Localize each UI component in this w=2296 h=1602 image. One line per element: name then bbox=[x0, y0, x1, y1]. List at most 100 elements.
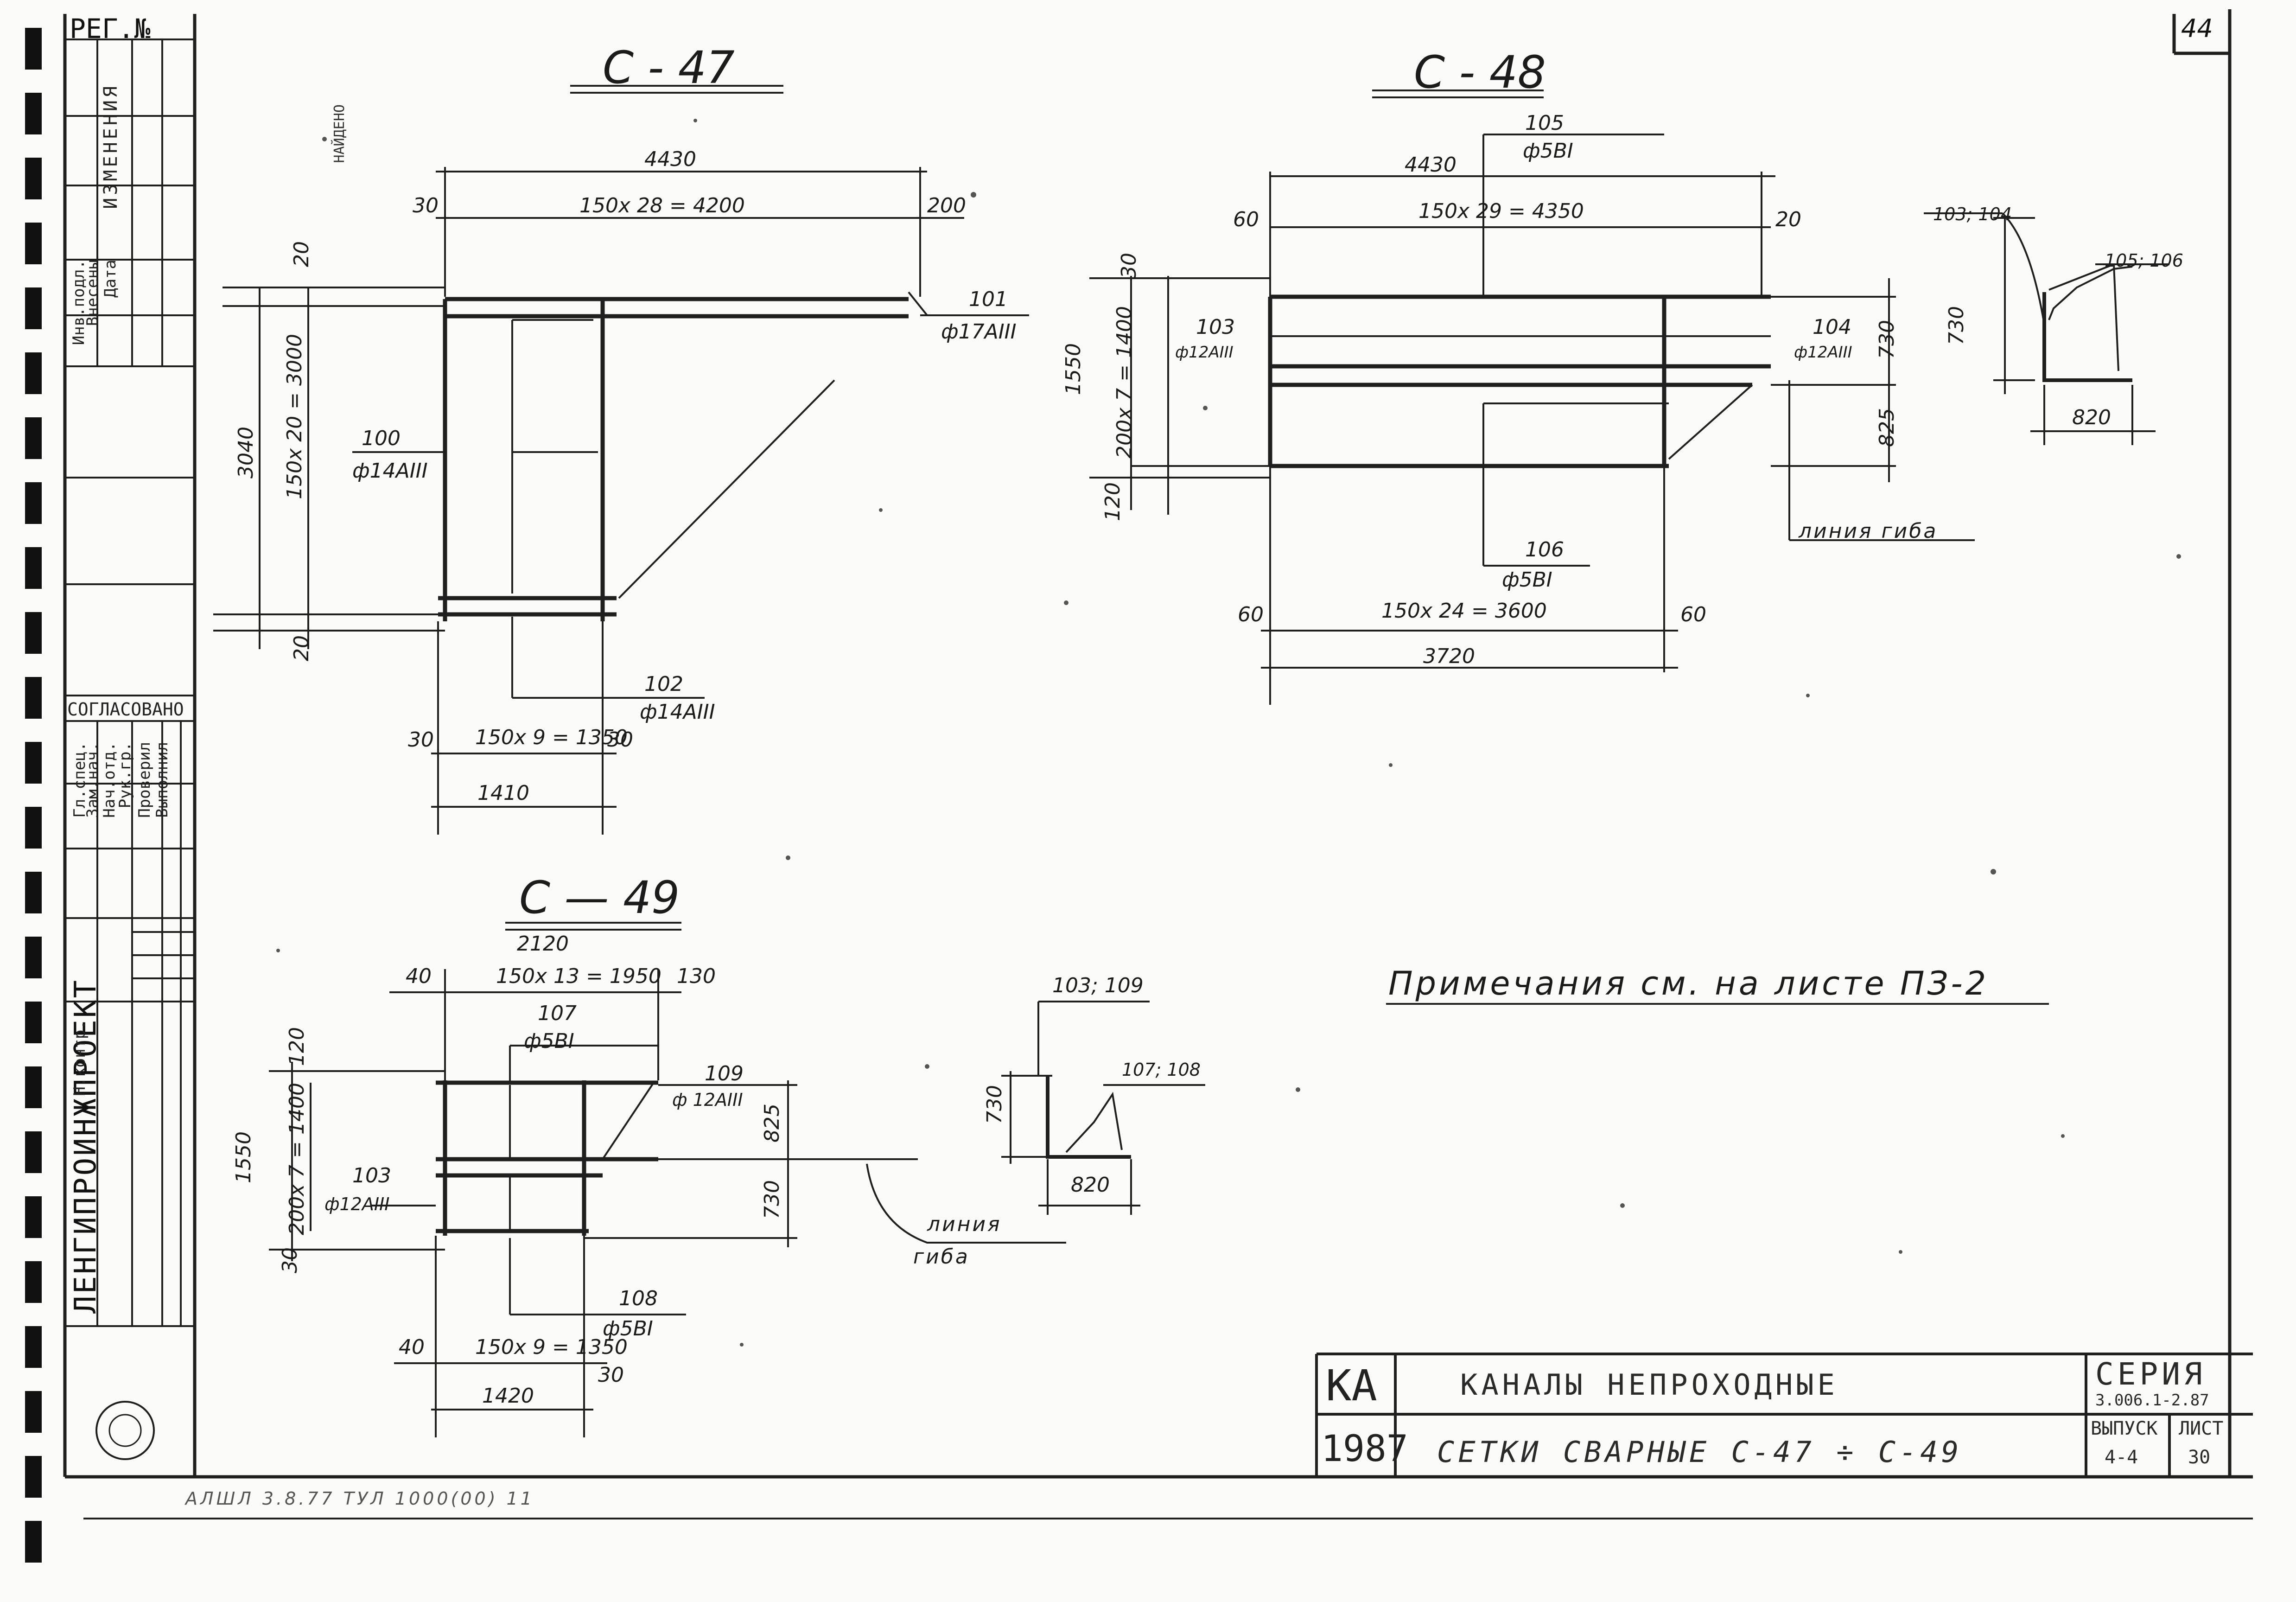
c47-title: С - 47 bbox=[603, 42, 735, 94]
c47-callout-bar-100: ф14АIII bbox=[352, 459, 428, 483]
c47-callout-pos-102: 102 bbox=[644, 672, 683, 696]
tb-sheet-value: 30 bbox=[2188, 1447, 2211, 1468]
c49-detail-pos-top: 103; 109 bbox=[1052, 974, 1144, 997]
c48-callout-bar-106: ф5ВI bbox=[1502, 568, 1552, 592]
c47-top-end: 20 bbox=[290, 241, 313, 267]
c49-bottom-left: 40 bbox=[399, 1335, 425, 1359]
tb-series-label: СЕРИЯ bbox=[2095, 1356, 2206, 1392]
c49-end-120: 120 bbox=[285, 1027, 309, 1066]
c47-bottom-right: 30 bbox=[607, 728, 633, 752]
c49-callout-bar-103: ф12АIII bbox=[324, 1194, 390, 1214]
tb-issue-label: ВЫПУСК bbox=[2091, 1418, 2158, 1439]
page-number: 44 bbox=[2181, 14, 2213, 43]
c47-callout-pos-100: 100 bbox=[362, 427, 401, 450]
c49-top-pos: 107 bbox=[538, 1002, 577, 1025]
c48-top-pos: 105 bbox=[1525, 111, 1564, 135]
c49-detail-730: 730 bbox=[983, 1085, 1006, 1124]
c48-detail-730: 730 bbox=[1945, 306, 1968, 345]
c48-end-120: 120 bbox=[1101, 482, 1125, 521]
c47-overall-len: 4430 bbox=[644, 147, 696, 171]
side-label-1: Внесены bbox=[83, 260, 102, 326]
c49-title: С — 49 bbox=[519, 872, 680, 924]
c47-right-end: 200 bbox=[927, 194, 966, 217]
c49-height: 1550 bbox=[232, 1131, 255, 1183]
c48-right-825: 825 bbox=[1875, 408, 1899, 447]
c47-bottom-span: 150х 9 = 1350 bbox=[475, 726, 628, 749]
c47-overall-height: 3040 bbox=[234, 427, 258, 479]
c48-detail-pos-top: 103; 104 bbox=[1933, 204, 2012, 224]
c48-bend-line: линия гиба bbox=[1799, 519, 1938, 543]
side-label-5: Зам.нач. bbox=[83, 742, 102, 818]
c49-bottom-pos: 108 bbox=[619, 1287, 658, 1310]
side-label-9: Выполнил bbox=[153, 742, 172, 818]
c48-callout-pos-104: 104 bbox=[1813, 315, 1851, 339]
c47-left-end: 30 bbox=[413, 194, 439, 217]
c49-bottom-span: 150х 9 = 1350 bbox=[475, 1335, 628, 1359]
c49-overall-len: 2120 bbox=[517, 932, 569, 956]
c47-bottom-end: 20 bbox=[290, 635, 313, 661]
c48-callout-bar-104: ф12АIII bbox=[1794, 343, 1852, 362]
c49-inner-height: 200х 7 = 1400 bbox=[285, 1083, 309, 1235]
c48-callout-pos-106: 106 bbox=[1525, 538, 1564, 562]
c47-callout-bar-102: ф14АIII bbox=[640, 700, 715, 724]
c48-mesh bbox=[1268, 294, 1771, 468]
c49-bottom-width: 1420 bbox=[482, 1384, 534, 1408]
c49-left-end: 40 bbox=[406, 964, 432, 988]
c48-left-end: 60 bbox=[1233, 208, 1259, 231]
side-label-2: Дата bbox=[101, 260, 120, 298]
tb-code: КА bbox=[1326, 1361, 1377, 1411]
approval-stamp: НАЙДЕНО bbox=[331, 104, 348, 163]
c49-mesh bbox=[436, 1080, 658, 1236]
c48-title: С - 48 bbox=[1414, 46, 1546, 98]
c48-left-height: 1550 bbox=[1062, 343, 1085, 395]
c48-bottom-right: 60 bbox=[1680, 603, 1706, 626]
c47-bottom-left: 30 bbox=[408, 728, 434, 752]
notes-reference: Примечания см. на листе ПЗ-2 bbox=[1388, 964, 1989, 1002]
tb-year: 1987 bbox=[1321, 1428, 1408, 1470]
c48-right-end: 20 bbox=[1775, 208, 1801, 231]
c48-detail-pos-right: 105; 106 bbox=[2105, 250, 2183, 271]
c49-bottom-right: 30 bbox=[598, 1363, 624, 1387]
scan-noise bbox=[276, 119, 2181, 1347]
c47-mesh bbox=[438, 297, 909, 621]
reg-label: РЕГ.№ bbox=[70, 13, 151, 45]
title-block-lines bbox=[1315, 1353, 2253, 1477]
bottom-margin-text: АЛШЛ 3.8.77 ТУЛ 1000(00) 11 bbox=[185, 1488, 534, 1509]
side-label-8: Проверил bbox=[135, 742, 154, 818]
c49-detail-820: 820 bbox=[1071, 1173, 1110, 1197]
c49-span: 150х 13 = 1950 bbox=[496, 964, 661, 988]
c49-right-825: 825 bbox=[760, 1104, 784, 1142]
c49-end-30: 30 bbox=[278, 1247, 302, 1273]
c49-callout-bar-109: ф 12АIII bbox=[672, 1090, 743, 1110]
tb-issue-value: 4-4 bbox=[2105, 1447, 2138, 1468]
side-label-3: Н.контр. bbox=[70, 1020, 89, 1096]
c48-top-bar: ф5ВI bbox=[1523, 139, 1573, 163]
c48-overall-len: 4430 bbox=[1405, 153, 1456, 177]
side-label-7: Рук.гр. bbox=[116, 742, 134, 809]
change-header: ИЗМЕНЕНИЯ bbox=[100, 83, 121, 209]
c47-height-span: 150х 20 = 3000 bbox=[283, 334, 306, 499]
c47-callout-pos-101: 101 bbox=[969, 287, 1008, 311]
tb-title-line1: КАНАЛЫ НЕПРОХОДНЫЕ bbox=[1460, 1368, 1838, 1402]
tb-series-value: 3.006.1-2.87 bbox=[2095, 1391, 2209, 1410]
c47-span: 150х 28 = 4200 bbox=[579, 194, 745, 217]
c48-callout-bar-103: ф12АIII bbox=[1175, 343, 1234, 362]
c47-callout-bar-101: ф17АIII bbox=[941, 320, 1017, 344]
c49-bottom-bar: ф5ВI bbox=[603, 1317, 653, 1340]
c49-callout-pos-109: 109 bbox=[705, 1062, 744, 1085]
agreed-label: СОГЛАСОВАНО bbox=[67, 699, 184, 720]
c49-top-bar: ф5ВI bbox=[524, 1029, 574, 1053]
c48-callout-pos-103: 103 bbox=[1196, 315, 1235, 339]
c49-right-end: 130 bbox=[677, 964, 716, 988]
c48-right-730: 730 bbox=[1875, 320, 1899, 359]
c49-detail-pos-right: 107; 108 bbox=[1122, 1059, 1201, 1080]
tb-title-line2: СЕТКИ СВАРНЫЕ С-47 ÷ С-49 bbox=[1437, 1435, 1963, 1469]
c49-callout-pos-103: 103 bbox=[352, 1164, 391, 1187]
c48-span: 150х 29 = 4350 bbox=[1418, 199, 1584, 223]
c49-right-730: 730 bbox=[760, 1180, 784, 1219]
c48-bottom-left: 60 bbox=[1238, 603, 1264, 626]
c48-inner-height: 200х 7 = 1400 bbox=[1113, 306, 1136, 459]
c47-bottom-width: 1410 bbox=[477, 781, 529, 805]
